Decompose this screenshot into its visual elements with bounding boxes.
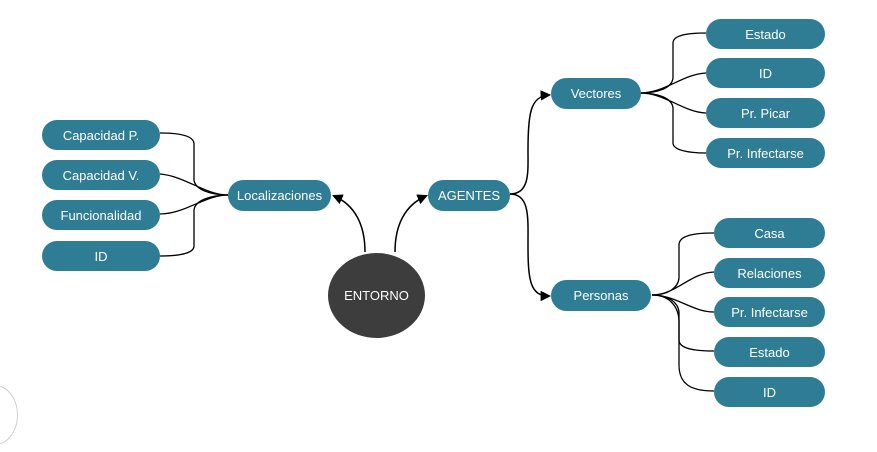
node-personas-pr-infectarse[interactable]: Pr. Infectarse	[714, 297, 825, 327]
node-vectores-pr-picar[interactable]: Pr. Picar	[706, 98, 825, 128]
connector-root-localizaciones	[332, 194, 366, 253]
node-localizaciones-id[interactable]: ID	[42, 241, 160, 271]
node-personas-id[interactable]: ID	[714, 377, 825, 407]
root-node-entorno[interactable]: ENTORNO	[328, 253, 425, 338]
node-personas-casa[interactable]: Casa	[714, 218, 825, 248]
connector-agentes-vectores	[509, 90, 552, 195]
node-capacidad-p[interactable]: Capacidad P.	[42, 120, 160, 150]
node-personas[interactable]: Personas	[551, 280, 651, 311]
node-vectores-pr-infectarse[interactable]: Pr. Infectarse	[706, 138, 825, 168]
node-vectores-id[interactable]: ID	[706, 58, 825, 88]
connector-root-agentes	[394, 194, 428, 253]
node-vectores[interactable]: Vectores	[551, 78, 641, 109]
node-capacidad-v[interactable]: Capacidad V.	[42, 160, 160, 190]
bracket-localizaciones	[159, 132, 229, 257]
node-personas-relaciones[interactable]: Relaciones	[714, 258, 825, 288]
node-personas-estado[interactable]: Estado	[714, 337, 825, 367]
bracket-personas	[651, 232, 715, 392]
node-localizaciones[interactable]: Localizaciones	[228, 180, 331, 211]
node-vectores-estado[interactable]: Estado	[706, 19, 825, 49]
node-funcionalidad[interactable]: Funcionalidad	[42, 200, 160, 230]
connector-agentes-personas	[509, 193, 552, 302]
bracket-vectores	[639, 32, 707, 154]
node-agentes[interactable]: AGENTES	[428, 180, 510, 211]
